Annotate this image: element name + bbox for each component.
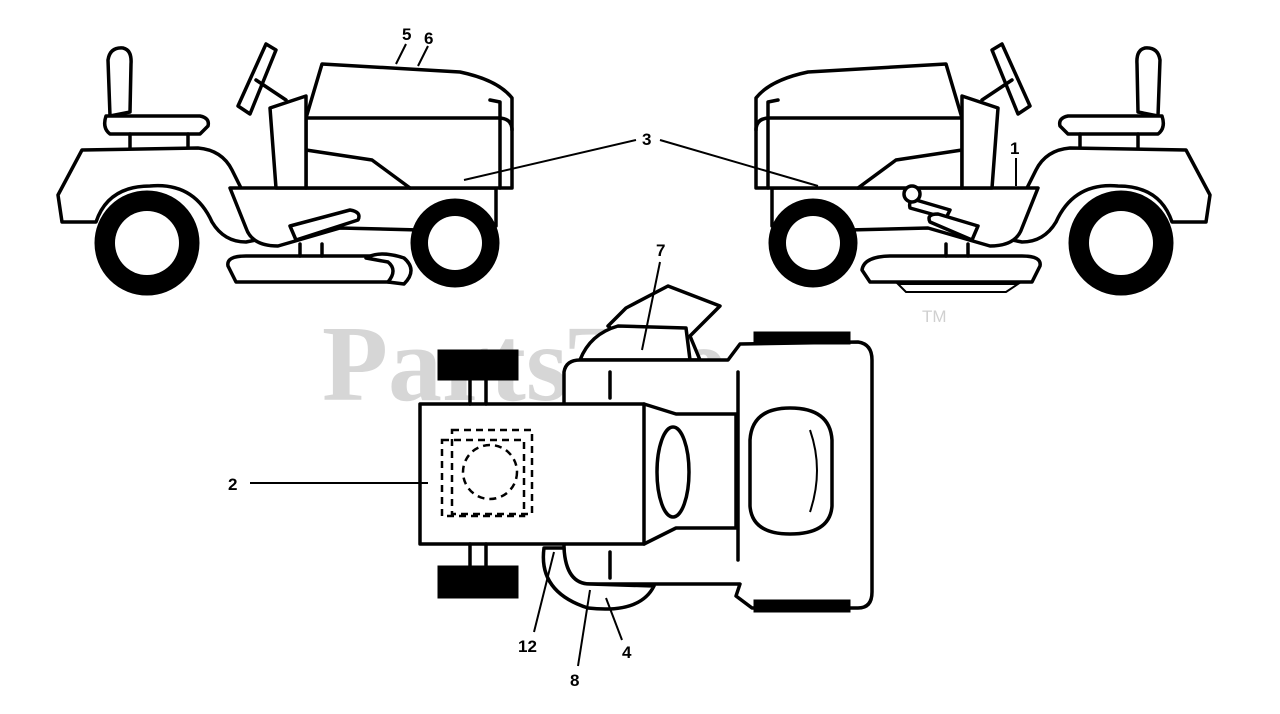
seat-back xyxy=(1135,46,1162,118)
callout-12: 12 xyxy=(518,637,537,656)
seat-top xyxy=(748,406,834,536)
leader-7 xyxy=(641,261,661,351)
seat-curve xyxy=(809,429,818,513)
front-tire-bottom xyxy=(437,565,519,599)
callout-5: 5 xyxy=(402,25,411,44)
hood-grille xyxy=(766,98,780,190)
seat-back xyxy=(106,46,133,118)
front-tire-top xyxy=(437,349,519,381)
seat-base xyxy=(1078,132,1140,150)
callout-4: 4 xyxy=(622,643,632,662)
mower-deck xyxy=(860,254,1042,284)
callout-8: 8 xyxy=(570,671,579,690)
dash-column xyxy=(960,94,1000,190)
steering-hub xyxy=(655,425,691,519)
hood-side-panel xyxy=(304,116,514,190)
pedal xyxy=(927,212,980,242)
dash-column xyxy=(268,94,308,190)
rear-wheel-hub xyxy=(115,211,179,275)
axle-top xyxy=(468,378,488,406)
leader-3-right xyxy=(659,139,819,187)
deck-mount xyxy=(944,242,970,258)
control-knob xyxy=(902,184,922,204)
tractor-right-view xyxy=(754,42,1212,296)
tractor-left-view xyxy=(56,42,514,296)
leader-6 xyxy=(417,45,429,67)
steering-shaft xyxy=(254,78,288,102)
pedal xyxy=(288,208,361,242)
hood xyxy=(754,62,964,190)
seat-cushion xyxy=(1057,114,1166,136)
engine-outline-front xyxy=(450,428,534,516)
callout-3: 3 xyxy=(642,130,651,149)
front-wheel-hub xyxy=(786,216,840,270)
seat-cushion xyxy=(102,114,211,136)
callout-6: 6 xyxy=(424,29,433,48)
hood-top xyxy=(418,402,738,546)
seat-base xyxy=(128,132,190,150)
engine-outline-back xyxy=(440,438,526,518)
front-wheel-hub xyxy=(428,216,482,270)
deck-chute xyxy=(364,252,413,286)
hood-side-panel xyxy=(754,116,964,190)
deck-roller-bottom xyxy=(753,599,851,613)
leader-4 xyxy=(605,597,623,641)
lower-chute xyxy=(541,546,656,611)
callout-2: 2 xyxy=(228,475,237,494)
steering-shaft xyxy=(980,78,1014,102)
hood xyxy=(304,62,514,190)
leader-12 xyxy=(533,551,555,633)
deck-roller-top xyxy=(753,331,851,345)
deck-underside xyxy=(895,283,1022,293)
engine-flywheel xyxy=(461,443,519,501)
rear-wheel-hub xyxy=(1089,211,1153,275)
leader-5 xyxy=(395,43,407,65)
callout-1: 1 xyxy=(1010,139,1019,158)
hood-grille xyxy=(488,98,502,190)
chute-flap xyxy=(578,324,692,362)
leader-3-left xyxy=(463,139,637,181)
callout-7: 7 xyxy=(656,241,665,260)
leader-8 xyxy=(577,589,591,667)
watermark-trademark: TM xyxy=(922,307,947,326)
axle-bottom xyxy=(468,542,488,568)
tractor-top-view xyxy=(418,284,874,613)
callout-labels: 1 2 3 4 5 6 7 8 12 xyxy=(228,25,1019,690)
leader-lines xyxy=(250,43,1017,667)
deck-mount xyxy=(298,242,324,258)
